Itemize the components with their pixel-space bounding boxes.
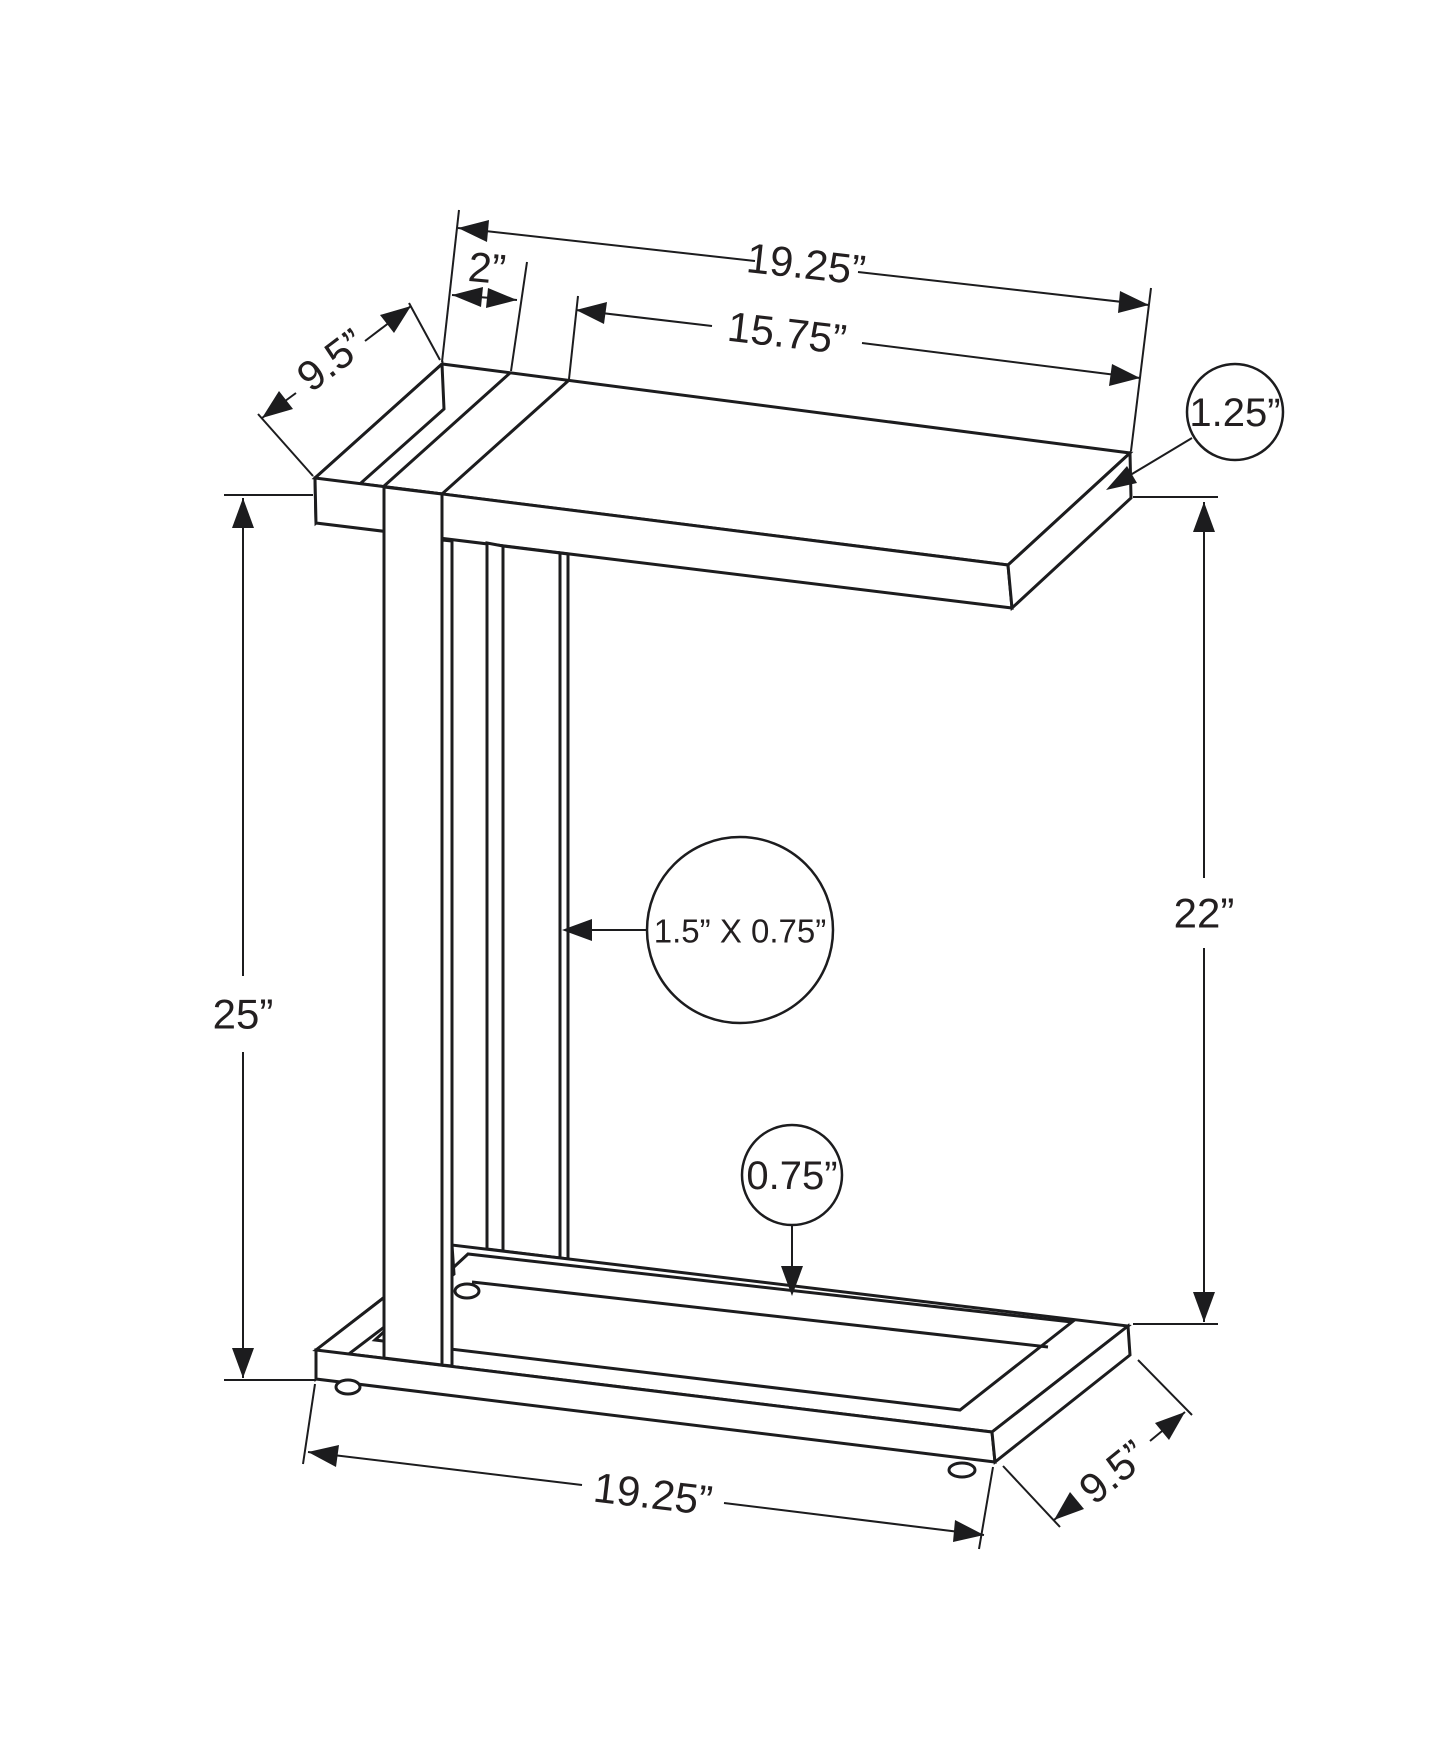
- hoop-band-left-line: [381, 371, 512, 489]
- callout-leg-tube-label: 1.5” X 0.75”: [654, 913, 826, 950]
- dim-top-surface-length: 15.75”: [568, 295, 1141, 386]
- dim-top-depth-label: 9.5”: [288, 319, 374, 400]
- dim-top-frame-width-label: 2”: [466, 243, 507, 293]
- callout-base-thickness: 0.75”: [740, 1123, 844, 1296]
- arrowhead: [452, 287, 483, 307]
- callout-circle: [1185, 362, 1285, 462]
- arrowhead: [380, 306, 411, 333]
- hoop-band-right-line: [440, 379, 570, 496]
- back-leg-left-sliver: [485, 541, 505, 1253]
- callout-circle: [645, 835, 835, 1025]
- foot-back-left: [453, 1282, 481, 1300]
- extension-line: [408, 302, 441, 361]
- arrowhead: [232, 498, 254, 528]
- dim-top-surface-label: 15.75”: [725, 303, 849, 363]
- dim-top-length-label: 19.25”: [744, 234, 868, 294]
- arrowhead: [781, 1266, 803, 1296]
- arrowhead: [576, 302, 607, 324]
- foot-front-right: [947, 1461, 977, 1479]
- extension-line: [1130, 287, 1152, 452]
- front-leg-front-face: [382, 485, 444, 1367]
- base-right-end-face: [990, 1323, 1132, 1465]
- dimension-line: [861, 342, 1141, 379]
- foot-front-left: [334, 1378, 362, 1396]
- dim-overall-height-label: 25”: [213, 991, 274, 1038]
- arrowhead: [1193, 1292, 1215, 1322]
- base-back-rail-bottom-edge: [471, 1280, 1049, 1349]
- arrowhead: [1054, 1492, 1084, 1520]
- arrowhead: [1106, 466, 1137, 490]
- dim-base-length-label: 19.25”: [591, 1464, 715, 1525]
- extension-line: [257, 413, 314, 477]
- front-leg-side-face: [440, 538, 454, 1368]
- extension-line: [302, 1383, 316, 1465]
- dim-clearance-height-label: 22”: [1174, 890, 1235, 937]
- dim-base-depth-label: 9.5”: [1070, 1431, 1156, 1513]
- back-leg-side-face: [558, 551, 570, 1261]
- arrowhead: [1193, 502, 1215, 532]
- extension-line: [978, 1466, 994, 1550]
- arrowhead: [262, 391, 293, 418]
- dim-top-frame-width: 2”: [451, 243, 528, 372]
- arrowhead: [308, 1445, 339, 1467]
- arrowhead: [1155, 1412, 1185, 1440]
- dim-overall-height: 25”: [213, 494, 316, 1381]
- arrowhead: [1109, 364, 1140, 386]
- front-leg: [382, 485, 454, 1368]
- callout-top-thickness-label: 1.25”: [1189, 391, 1280, 435]
- arrowhead: [1118, 291, 1149, 313]
- dimension-line: [723, 1502, 985, 1536]
- callout-top-thickness: 1.25”: [1106, 362, 1285, 490]
- arrowhead: [232, 1348, 254, 1378]
- dimension-line: [307, 1451, 583, 1486]
- tabletop: [311, 360, 1134, 612]
- back-leg: [485, 541, 570, 1261]
- dim-clearance-height: 22”: [1133, 496, 1235, 1325]
- arrowhead: [562, 919, 592, 941]
- callout-base-thickness-label: 0.75”: [746, 1154, 837, 1198]
- extension-line: [1002, 1465, 1061, 1528]
- arrowhead: [458, 220, 489, 242]
- extension-line: [510, 261, 528, 372]
- arrowhead: [486, 288, 517, 308]
- callout-leg-tube: 1.5” X 0.75”: [562, 835, 835, 1025]
- back-leg-front-face: [501, 544, 562, 1260]
- dimension-line: [457, 227, 756, 262]
- top-hoop-band-lines: [381, 371, 570, 496]
- dimension-line: [857, 271, 1150, 306]
- extension-line: [1137, 1359, 1193, 1416]
- callout-circle: [740, 1123, 844, 1227]
- extension-line: [441, 209, 460, 363]
- arrowhead: [953, 1520, 984, 1542]
- extension-line: [568, 295, 579, 380]
